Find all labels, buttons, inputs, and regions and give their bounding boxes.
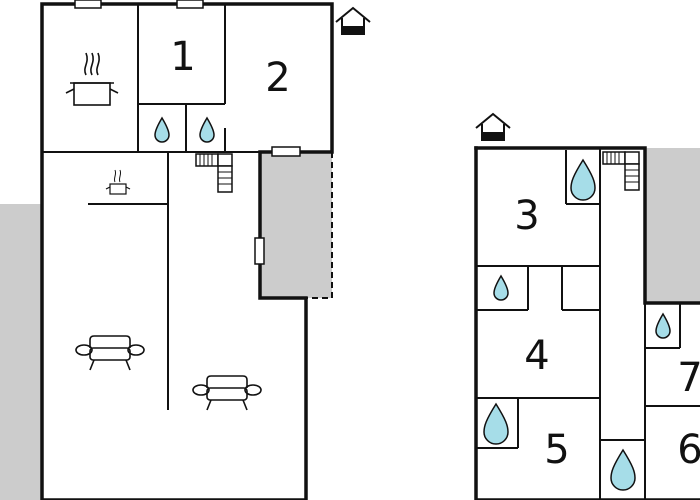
- water-drop-icon: [483, 403, 509, 445]
- window: [176, 0, 204, 9]
- water-drop-icon: [199, 117, 215, 143]
- outdoor-area-right: [645, 148, 700, 303]
- sofa-icon: [75, 335, 145, 371]
- house-entrance-icon: [335, 7, 371, 35]
- terrace-boundary: [306, 152, 333, 299]
- terrace-area: [260, 152, 332, 298]
- cooking-pot-icon: [65, 52, 119, 106]
- right-building: 3 4 5 6 7: [474, 113, 700, 500]
- room-number-4: 4: [524, 333, 549, 379]
- window: [254, 237, 265, 265]
- outdoor-area-left: [0, 204, 41, 500]
- window: [271, 146, 301, 157]
- room-number-6: 6: [677, 427, 700, 473]
- window: [74, 0, 102, 9]
- room-number-2: 2: [265, 55, 290, 101]
- stairs-icon: [602, 151, 640, 191]
- cooking-pot-icon: [105, 169, 131, 195]
- room-number-7: 7: [677, 355, 700, 401]
- room-number-3: 3: [514, 193, 539, 239]
- outer-wall-left: [40, 2, 334, 500]
- left-building: 1 2: [0, 0, 371, 500]
- room-number-5: 5: [544, 427, 569, 473]
- water-drop-icon: [655, 313, 671, 339]
- water-drop-icon: [154, 117, 170, 143]
- outer-wall-right: [474, 146, 700, 500]
- stairs-icon: [195, 153, 233, 193]
- room-number-1: 1: [170, 34, 195, 80]
- water-drop-icon: [610, 449, 636, 491]
- house-entrance-icon: [475, 113, 511, 141]
- water-drop-icon: [493, 275, 509, 301]
- water-drop-icon: [570, 159, 596, 201]
- sofa-icon: [192, 375, 262, 411]
